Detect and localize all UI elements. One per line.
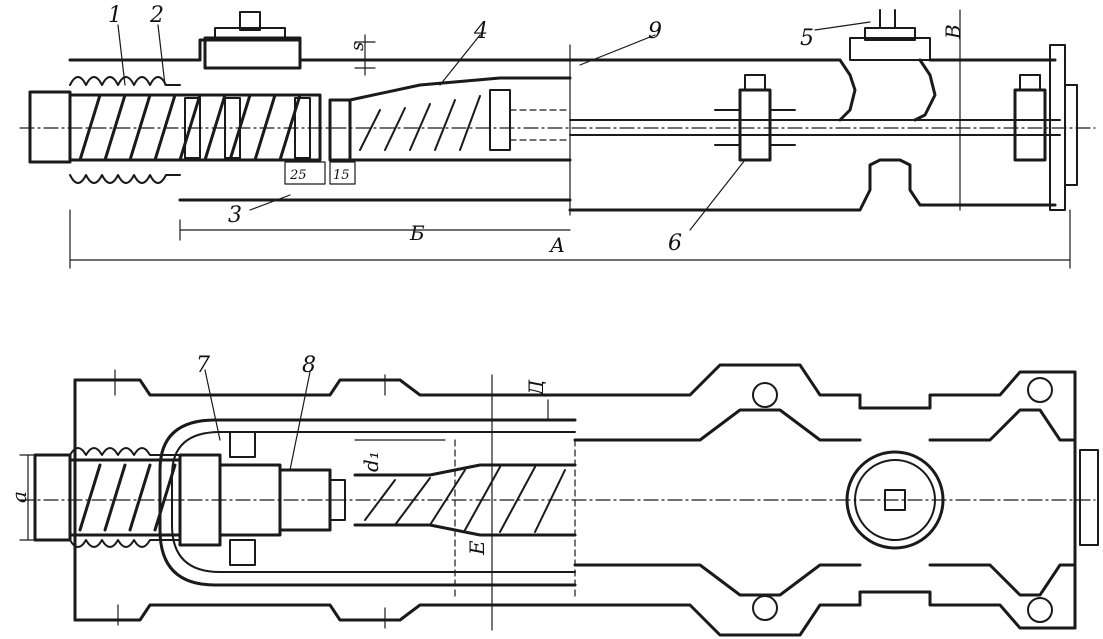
tapered-sleeve (328, 76, 572, 162)
dim-label-b: Б (409, 221, 425, 245)
dim-label-15: 15 (333, 168, 350, 183)
screw-shaft (28, 90, 322, 164)
u-stirrup (158, 418, 577, 587)
top-section-view: 1 2 3 4 5 6 9 s Б А В 25 15 (19, 3, 1096, 269)
bearing-block (178, 431, 346, 566)
label-part-6: 6 (668, 231, 682, 256)
label-part-1: 1 (108, 3, 122, 28)
label-part-5: 5 (800, 26, 814, 51)
housing-outline (68, 38, 1078, 212)
bottom-plan-view: 7 8 a Д d₁ Е (7, 353, 1099, 637)
dim-label-e: Е (465, 540, 489, 556)
bottom-leaders (204, 369, 311, 471)
right-shaft (569, 74, 1061, 162)
top-dimensions (69, 9, 1071, 269)
label-part-2: 2 (149, 3, 164, 28)
dim-label-d: Д (524, 379, 548, 397)
label-part-8: 8 (302, 353, 316, 378)
bottom-dimensions (19, 369, 549, 631)
label-part-3: 3 (228, 203, 242, 228)
label-part-7: 7 (196, 353, 210, 378)
label-part-4: 4 (473, 19, 488, 44)
dim-label-a-lower: a (7, 491, 31, 503)
dim-label-25: 25 (289, 168, 307, 183)
top-cover-boss (203, 9, 931, 70)
dim-label-v: В (941, 24, 965, 40)
dim-label-d1: d₁ (359, 451, 383, 472)
dim-label-s: s (347, 42, 368, 51)
bellows-left (69, 76, 181, 184)
dim-label-a: А (548, 233, 565, 257)
lower-screw (33, 447, 182, 548)
top-leaders (117, 21, 871, 231)
base-plate-outline (73, 363, 1099, 637)
label-part-9: 9 (648, 19, 662, 44)
lower-taper (353, 439, 577, 601)
